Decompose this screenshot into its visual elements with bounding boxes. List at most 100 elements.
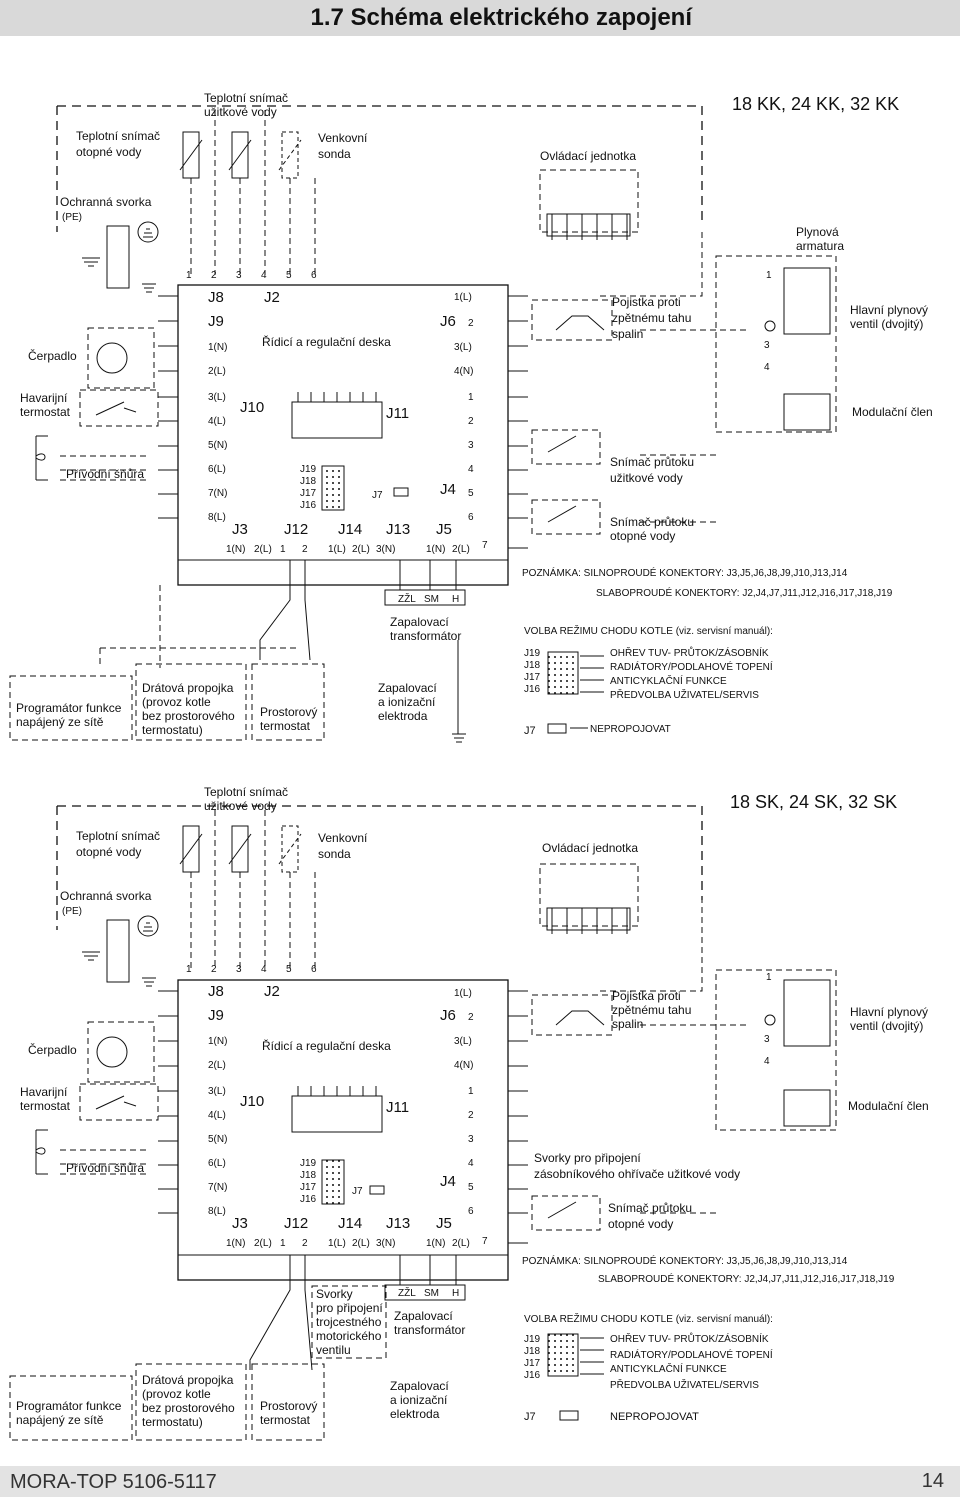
label-pump: Čerpadlo [28,348,77,363]
pin2-bot-7: 3(N) [376,1238,395,1249]
pump [87,327,155,389]
conn2-j7: J7 [352,1186,363,1197]
label2-ign-el-1: Zapalovací [390,1379,449,1393]
jumper-j17: J17 [300,488,317,499]
flue-fuse-2 [531,994,613,1036]
pin-left-7: 7(N) [208,488,227,499]
label-flow-heat-1: Snímač průtoku [610,515,694,529]
mode2-item-2: RADIÁTORY/PODLAHOVÉ TOPENÍ [610,1348,773,1361]
flow-switch-2 [531,1195,601,1231]
diagram-sk [9,805,837,1441]
ign-pin-3: H [452,594,459,605]
jumper2-j16: J16 [300,1194,317,1205]
conn-j12: J12 [284,521,308,538]
supply-cord [35,435,150,481]
j7-text-2: NEPROPOJOVAT [610,1411,699,1423]
mode-item-3: ANTICYKLAČNÍ FUNKCE [610,674,727,687]
label2-three-way-2: pro připojení [316,1301,383,1315]
pin-top-1: 1 [186,270,192,281]
conn2-j5: J5 [436,1215,452,1232]
pin-j4-1: 1 [468,392,474,403]
emergency-thermostat [79,389,159,427]
pin-top-5: 5 [286,270,292,281]
connector-j11-2 [291,1086,383,1133]
pin-j4-7: 7 [482,540,488,551]
page-number: 14 [921,1470,944,1492]
conn2-j14: J14 [338,1215,362,1232]
pin2-bot-2: 2(L) [254,1238,272,1249]
label-flow-dhw-1: Snímač průtoku [610,455,694,469]
pin2-j4-5: 5 [468,1182,474,1193]
pin2-j6-4: 4(N) [454,1060,473,1071]
conn-j3: J3 [232,521,248,538]
pin-bot-1: 1(N) [226,544,245,555]
j7-label-2: J7 [524,1411,536,1423]
label2-jumper-1: Drátová propojka [142,1373,234,1387]
board-labels-sk: 1 2 3 4 5 6 J8 J9 J2 J6 J10 J11 J4 J7 1(… [186,964,772,1249]
pin2-bot-1: 1(N) [226,1238,245,1249]
pin-bot-9: 2(L) [452,544,470,555]
pin-bot-4: 2 [302,544,308,555]
label2-programmer-1: Programátor funkce [16,1399,122,1413]
label-room-2: termostat [260,719,311,733]
label-emerg-2: termostat [20,405,71,419]
valve-pin-1: 1 [766,270,772,281]
label-programmer-1: Programátor funkce [16,701,122,715]
label2-pump: Čerpadlo [28,1042,77,1057]
temperature-sensors-2 [179,810,316,968]
label-emerg-1: Havarijní [20,391,68,405]
label2-control-unit: Ovládací jednotka [542,841,638,855]
label2-board: Řídicí a regulační deska [262,1038,391,1053]
gas-valve [715,255,837,433]
pin2-left-8: 8(L) [208,1206,226,1217]
label2-three-way-4: motorického [316,1329,382,1343]
mode2-jumper-j19: J19 [524,1334,541,1345]
pin-left-6: 6(L) [208,464,226,475]
supply-cord-2 [35,1129,150,1175]
label2-modulation: Modulační člen [848,1099,929,1113]
label2-tank-1: Svorky pro připojení [534,1151,641,1165]
pin-top-2: 2 [211,270,217,281]
pin-top-3: 3 [236,270,242,281]
label-fuse-3: spalin [612,327,643,341]
model-label: 18 KK, 24 KK, 32 KK [732,94,899,114]
label-board: Řídicí a regulační deska [262,334,391,349]
label-sensor-dhw-2: užitkové vody [204,105,277,119]
document-code: MORA-TOP 5106-5117 [10,1471,217,1493]
pin2-j4-3: 3 [468,1134,474,1145]
ign-pin-2: SM [424,594,439,605]
conn2-j8: J8 [208,983,224,1000]
pin-j6-4: 4(N) [454,366,473,377]
label-programmer-2: napájený ze sítě [16,715,104,729]
ign2-pin-3: H [452,1288,459,1299]
label-pe-1: Ochranná svorka [60,195,152,209]
pin-left-2: 2(L) [208,366,226,377]
mode-item-2: RADIÁTORY/PODLAHOVÉ TOPENÍ [610,660,773,673]
label2-emerg-2: termostat [20,1099,71,1113]
pin2-j4-4: 4 [468,1158,474,1169]
conn-j7: J7 [372,490,383,501]
pin2-left-1: 1(N) [208,1036,227,1047]
mode2-item-3: ANTICYKLAČNÍ FUNKCE [610,1362,727,1375]
label2-ign-el-2: a ionizační [390,1393,448,1407]
label2-jumper-2: (provoz kotle [142,1387,211,1401]
label2-flow-heat-1: Snímač průtoku [608,1201,692,1215]
label2-tank-2: zásobníkového ohřívače užitkové vody [534,1167,740,1181]
pin2-bot-8: 1(N) [426,1238,445,1249]
section-title: 1.7 Schéma elektrického zapojení [310,4,692,31]
label-ign-el-3: elektroda [378,709,428,723]
label-sensor-heat-1: Teplotní snímač [76,129,160,143]
conn-j11: J11 [386,405,409,422]
flow-switches [531,429,601,535]
jumper2-j17: J17 [300,1182,317,1193]
label-sensor-dhw-1: Teplotní snímač [204,91,288,105]
pin2-j6-1: 1(L) [454,988,472,999]
jumper-j16: J16 [300,500,317,511]
label2-flow-heat-2: otopné vody [608,1217,673,1231]
mode-jumper-j16: J16 [524,684,541,695]
mode2-title: VOLBA REŽIMU CHODU KOTLE (viz. servisní … [524,1312,773,1325]
page-footer: MORA-TOP 5106-5117 14 [0,1466,960,1497]
label2-supply-cord: Přívodní šňůra [66,1161,144,1175]
label-room-1: Prostorový [260,705,317,719]
label2-three-way-1: Svorky [316,1287,353,1301]
